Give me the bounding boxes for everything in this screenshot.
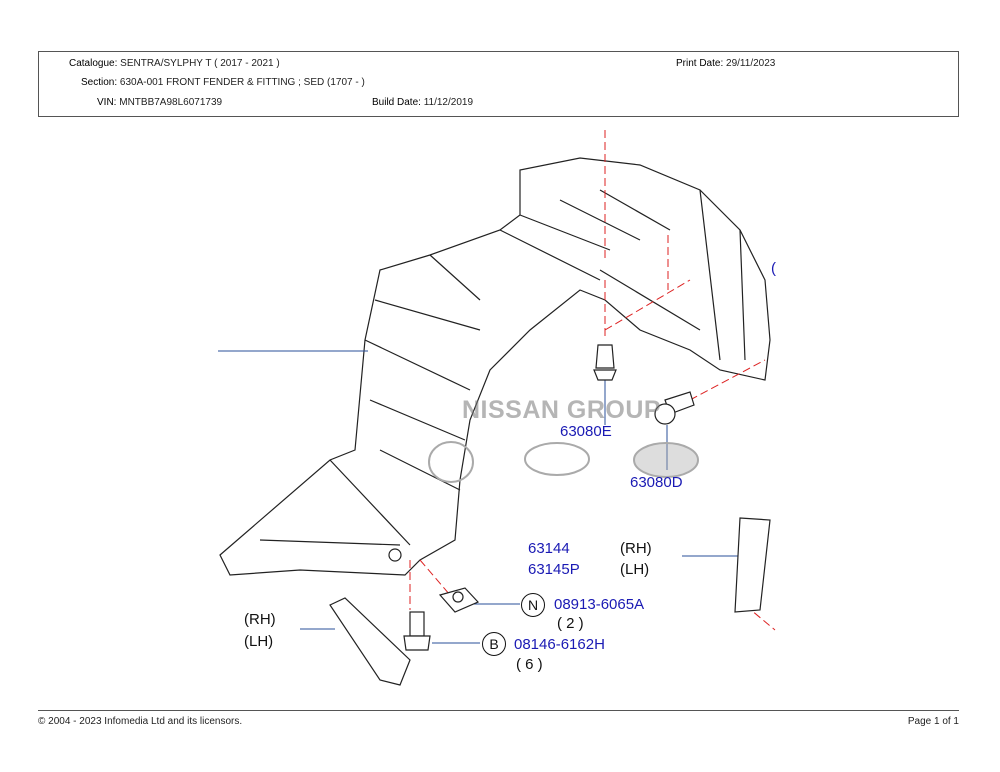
footer: © 2004 - 2023 Infomedia Ltd and its lice… xyxy=(38,710,959,727)
side-lh: (LH) xyxy=(620,561,650,578)
part-08146-6162H[interactable]: 08146-6162H xyxy=(514,636,605,653)
badge-b: B xyxy=(482,632,506,656)
print-date-label: Print Date: xyxy=(676,58,724,69)
bracket-left xyxy=(329,597,411,686)
section-value: 630A-001 FRONT FENDER & FITTING ; SED (1… xyxy=(119,77,365,88)
bracket-rh-right xyxy=(734,517,771,613)
qty-08146: ( 6 ) xyxy=(516,656,543,673)
page-number: Page 1 of 1 xyxy=(907,716,959,727)
left-side-rh: (RH) xyxy=(244,611,276,628)
leader-lines xyxy=(218,350,740,644)
datsun-logo xyxy=(633,442,699,478)
copyright: © 2004 - 2023 Infomedia Ltd and its lice… xyxy=(38,716,243,727)
screw-63080D xyxy=(654,391,695,425)
qty-08913: ( 2 ) xyxy=(557,615,584,632)
catalogue-label: Catalogue: xyxy=(69,58,118,69)
edge-mark: ( xyxy=(771,260,776,277)
vin-value: MNTBB7A98L6071739 xyxy=(119,97,223,108)
left-side-lh: (LH) xyxy=(244,633,274,650)
vin-label: VIN: xyxy=(97,97,117,108)
exploded-parts-diagram xyxy=(218,130,776,686)
catalogue-value: SENTRA/SYLPHY T ( 2017 - 2021 ) xyxy=(120,58,280,69)
watermark: NISSAN GROUP xyxy=(462,396,662,424)
build-date-value: 11/12/2019 xyxy=(423,97,474,108)
badge-n: N xyxy=(521,593,545,617)
side-rh: (RH) xyxy=(620,540,652,557)
part-63080D[interactable]: 63080D xyxy=(630,474,683,491)
bolt-08146 xyxy=(403,611,431,651)
part-63144[interactable]: 63144 xyxy=(528,540,570,557)
fender-liner-drawing xyxy=(219,157,771,576)
part-63080E[interactable]: 63080E xyxy=(560,423,612,440)
build-date-label: Build Date: xyxy=(372,97,421,108)
assembly-lines xyxy=(409,130,776,631)
nissan-logo xyxy=(428,441,474,483)
part-08913-6065A[interactable]: 08913-6065A xyxy=(554,596,645,613)
section-label: Section: xyxy=(81,77,118,88)
brand-logos xyxy=(428,441,699,483)
print-date-value: 29/11/2023 xyxy=(726,58,776,69)
infiniti-logo xyxy=(524,442,590,476)
part-63145P[interactable]: 63145P xyxy=(528,561,580,578)
nut-08913 xyxy=(438,587,480,613)
clip-63080E xyxy=(593,344,617,381)
catalog-header: Catalogue: SENTRA/SYLPHY T ( 2017 - 2021… xyxy=(38,51,959,117)
